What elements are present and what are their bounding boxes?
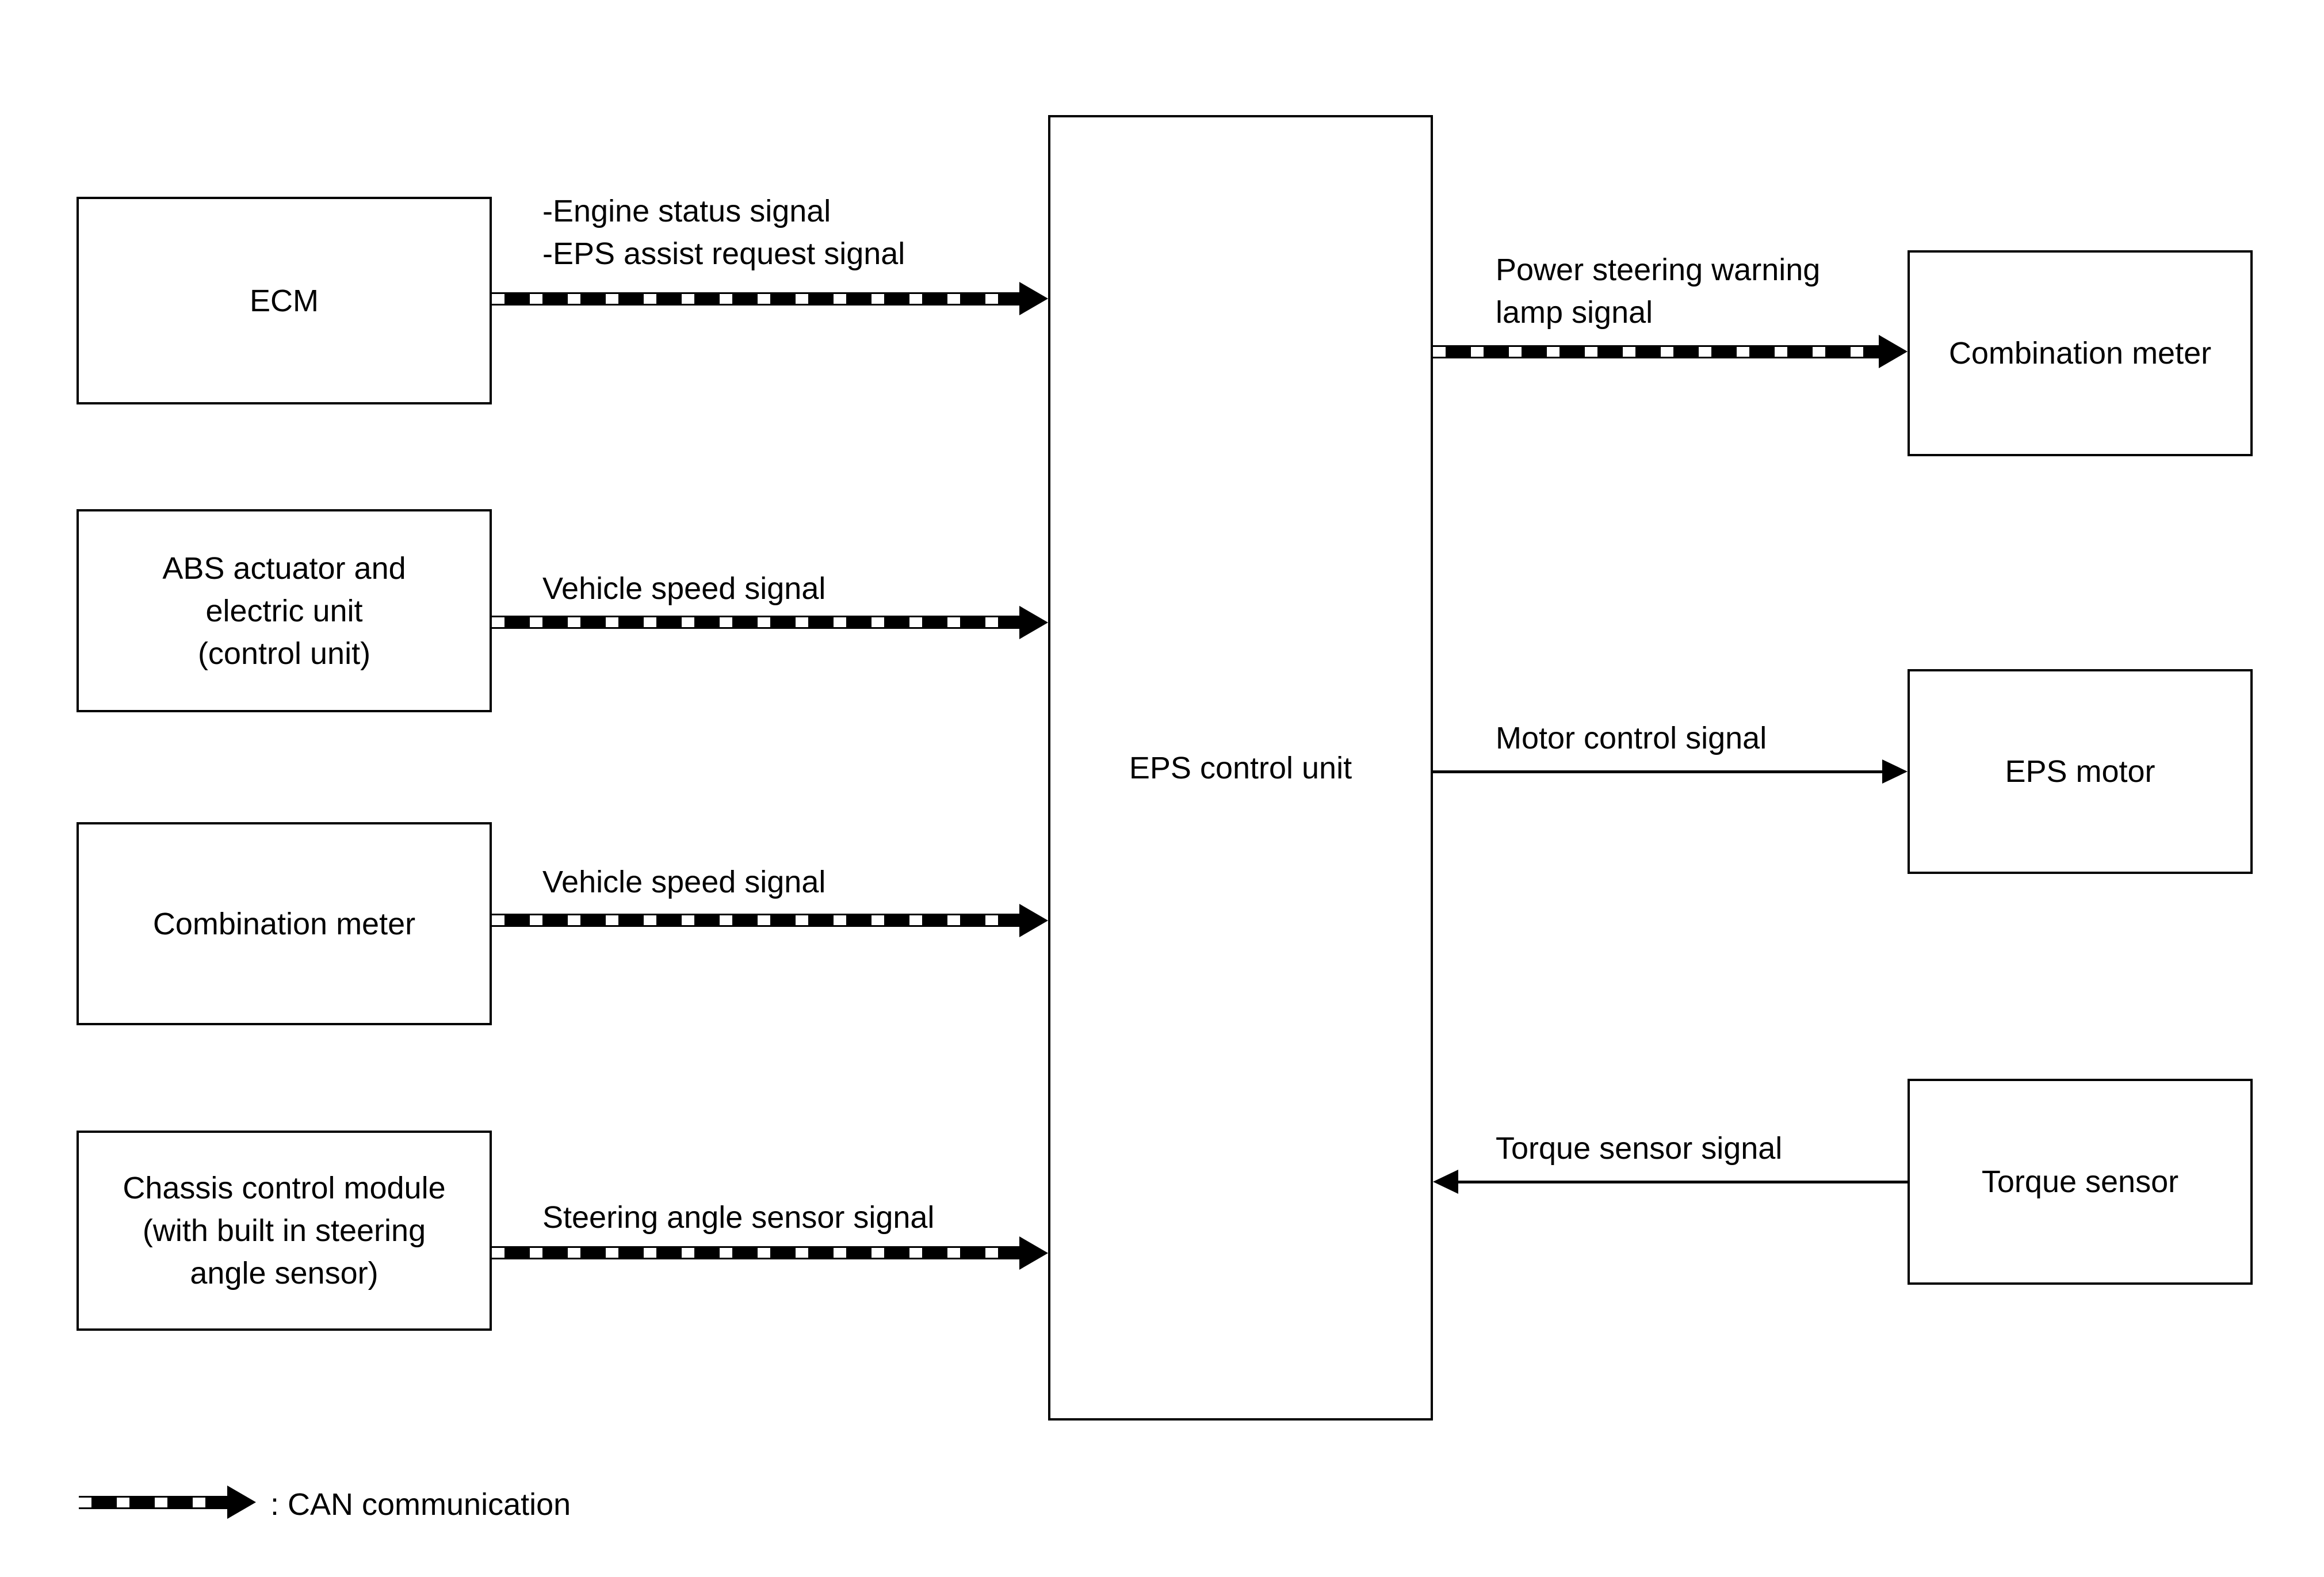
combination-meter-left-label: Combination meter bbox=[152, 906, 416, 941]
can-legend-swatch bbox=[79, 1496, 227, 1509]
can-arrow-chassis-to-eps bbox=[492, 1246, 1019, 1259]
ecm-box: ECM bbox=[77, 197, 492, 404]
torque-sensor-signal-label: Torque sensor signal bbox=[1496, 1131, 1783, 1166]
arrowhead-right-icon bbox=[1879, 335, 1908, 368]
can-arrow-ecm-to-eps bbox=[492, 292, 1019, 306]
power-steering-warning-lamp-signal-label: Power steering warning lamp signal bbox=[1496, 249, 1820, 334]
ecm-label: ECM bbox=[250, 283, 319, 318]
combination-meter-right-box: Combination meter bbox=[1908, 250, 2253, 456]
can-arrow-eps-to-meter bbox=[1433, 345, 1879, 358]
arrowhead-right-icon bbox=[1019, 282, 1048, 315]
arrowhead-right-icon bbox=[1019, 1236, 1048, 1270]
can-arrow-abs-to-eps bbox=[492, 616, 1019, 629]
motor-control-signal-label: Motor control signal bbox=[1496, 721, 1767, 755]
eps-motor-label: EPS motor bbox=[2005, 754, 2155, 789]
arrowhead-right-icon bbox=[1019, 606, 1048, 639]
torque-sensor-label: Torque sensor bbox=[1981, 1164, 2179, 1199]
can-legend-label: : CAN communication bbox=[270, 1487, 571, 1522]
arrowhead-right-icon bbox=[227, 1486, 256, 1519]
abs-actuator-label-line1: ABS actuator and bbox=[162, 551, 406, 586]
steering-angle-sensor-signal-label: Steering angle sensor signal bbox=[542, 1200, 935, 1235]
abs-actuator-label-line2: electric unit bbox=[205, 593, 363, 628]
combination-meter-left-box: Combination meter bbox=[77, 822, 492, 1025]
can-arrow-meter-to-eps bbox=[492, 914, 1019, 927]
eps-control-unit-box: EPS control unit bbox=[1048, 115, 1433, 1421]
abs-actuator-box: ABS actuator and electric unit (control … bbox=[77, 509, 492, 712]
eps-control-unit-label: EPS control unit bbox=[1129, 750, 1352, 785]
engine-status-signal-label: -Engine status signal bbox=[542, 194, 831, 228]
power-steering-warning-label-line1: Power steering warning bbox=[1496, 253, 1821, 287]
arrowhead-left-icon bbox=[1433, 1170, 1458, 1194]
arrowhead-right-icon bbox=[1019, 904, 1048, 937]
eps-assist-request-signal-label: -EPS assist request signal bbox=[542, 236, 905, 271]
abs-actuator-label-line3: (control unit) bbox=[197, 636, 371, 671]
combination-meter-right-label: Combination meter bbox=[1948, 336, 2212, 371]
arrowhead-right-icon bbox=[1882, 759, 1908, 784]
torque-sensor-signal-line bbox=[1458, 1181, 1908, 1183]
eps-motor-box: EPS motor bbox=[1908, 669, 2253, 874]
vehicle-speed-signal-label-2: Vehicle speed signal bbox=[542, 865, 826, 899]
chassis-control-module-box: Chassis control module (with built in st… bbox=[77, 1131, 492, 1331]
torque-sensor-box: Torque sensor bbox=[1908, 1079, 2253, 1285]
chassis-control-label-line3: angle sensor) bbox=[190, 1256, 379, 1290]
ecm-signal-label: -Engine status signal -EPS assist reques… bbox=[542, 190, 905, 275]
vehicle-speed-signal-label-1: Vehicle speed signal bbox=[542, 571, 826, 606]
motor-control-signal-line bbox=[1433, 770, 1887, 773]
chassis-control-label-line1: Chassis control module bbox=[123, 1171, 446, 1205]
chassis-control-label-line2: (with built in steering bbox=[142, 1213, 426, 1248]
power-steering-warning-label-line2: lamp signal bbox=[1496, 295, 1653, 330]
